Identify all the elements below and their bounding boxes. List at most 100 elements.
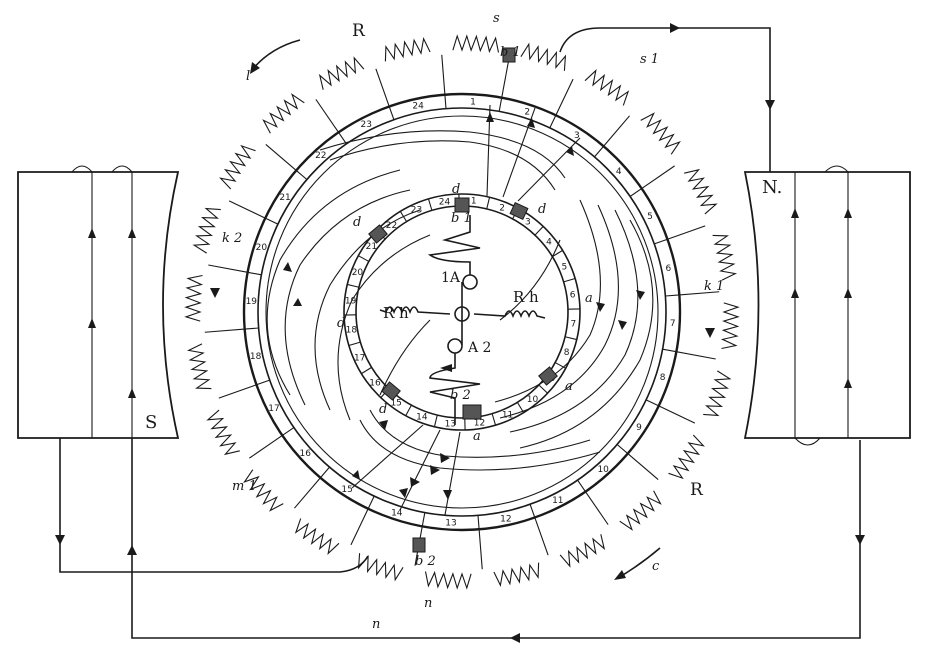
inner-segment-number: 19: [345, 296, 357, 306]
outer-coil: [520, 42, 567, 71]
outer-tooth-line: [501, 58, 510, 98]
outer-segment-number: 22: [315, 151, 326, 161]
inner-segment-number: 4: [546, 238, 552, 248]
outer-coil: [294, 518, 340, 555]
label-arrow-c: c: [652, 559, 660, 574]
outer-tooth-line: [441, 54, 446, 95]
outer-segment-divider: [244, 327, 259, 330]
outer-segment-divider: [549, 114, 557, 129]
label-pole-north: N.: [762, 177, 782, 198]
label-d1: d: [452, 182, 460, 197]
label-pole-south: S: [145, 412, 157, 433]
outer-segment-divider: [295, 170, 308, 180]
label-s1: s 1: [640, 52, 659, 67]
inner-segment-divider: [433, 414, 438, 427]
loop-arrows: [210, 262, 715, 487]
inner-segment-number: 10: [527, 395, 539, 405]
hatched-segments: [368, 47, 558, 553]
outer-tooth-line: [228, 200, 266, 219]
outer-segment-divider: [388, 106, 395, 120]
outer-segment-number: 18: [250, 352, 262, 362]
label-d5: d: [379, 402, 387, 417]
label-b-inner-top: b 1: [451, 211, 472, 226]
inner-segment-divider: [538, 384, 548, 394]
label-n-bottom: n: [424, 596, 432, 611]
inner-segment-number: 15: [390, 399, 401, 409]
outer-coil: [452, 34, 500, 54]
inner-ring-circle: [343, 193, 581, 431]
outer-coil: [184, 274, 204, 322]
inner-segment-divider: [361, 366, 372, 375]
inner-segment-divider: [427, 198, 433, 211]
diagram-labels: S N. R R s s 1 m 1 n n k 1 k 2 b 1 b 1 b…: [145, 11, 782, 632]
outer-tooth-line: [375, 68, 390, 107]
outer-segment-number: 5: [647, 212, 653, 222]
outer-segment-divider: [654, 238, 668, 245]
outer-segment-divider: [629, 188, 642, 197]
outer-coil: [357, 553, 404, 582]
outer-tooth-line: [679, 291, 720, 296]
inner-segment-divider: [486, 197, 491, 210]
label-coil-r-top: R: [352, 21, 366, 41]
outer-coil: [186, 343, 212, 390]
outer-coil: [668, 434, 705, 480]
outer-segment-divider: [662, 348, 677, 353]
label-d3: d: [353, 215, 361, 230]
outer-tooth-line: [627, 453, 659, 480]
outer-tooth-line: [249, 435, 283, 459]
outer-tooth-line: [603, 115, 630, 147]
inner-segment-number: 13: [445, 419, 456, 429]
rotation-arrow-top: [251, 39, 301, 71]
outer-segment-divider: [645, 399, 660, 407]
outer-segment-number: 8: [660, 373, 666, 383]
inner-segment-number: 21: [366, 242, 377, 252]
inner-segment-divider: [564, 336, 577, 341]
outer-segment-divider: [498, 97, 503, 112]
outer-segment-number: 4: [616, 167, 622, 177]
outer-ring-circle: [257, 107, 667, 517]
label-rh-left: R h: [383, 304, 409, 322]
outer-ring-circle: [265, 115, 659, 509]
label-b2-inner: b 2: [450, 388, 471, 403]
outer-coil: [318, 56, 365, 90]
outer-segment-number: 9: [636, 423, 642, 433]
outer-coil: [424, 570, 472, 590]
outer-ring-coils: [184, 34, 740, 590]
inner-segment-divider: [554, 362, 566, 369]
outer-segment-number: 16: [299, 449, 311, 459]
outer-coil: [206, 409, 240, 456]
outer-segment-number: 2: [524, 107, 530, 117]
inner-segment-number: 5: [561, 262, 567, 272]
inner-segment-number: 8: [564, 348, 570, 358]
outer-segment-number: 12: [500, 514, 511, 524]
outer-segment-divider: [444, 94, 447, 109]
inner-segment-divider: [405, 404, 412, 416]
outer-tooth-line: [208, 264, 248, 273]
winding-loops: [266, 130, 654, 471]
north-pole: [743, 165, 911, 446]
outer-segment-divider: [477, 515, 480, 530]
outer-coil: [262, 93, 305, 134]
outer-coil: [584, 69, 630, 106]
inner-segment-divider: [491, 413, 497, 426]
inner-segment-number: 16: [369, 378, 381, 388]
outer-tooth-line: [585, 491, 609, 525]
inner-segment-number: 1: [471, 197, 477, 207]
outer-segment-divider: [282, 427, 295, 436]
outer-tooth-line: [667, 225, 706, 240]
brush-assembly: [379, 215, 546, 425]
outer-segment-divider: [247, 271, 262, 276]
outer-segment-number: 19: [246, 297, 258, 307]
outer-segment-number: 17: [268, 404, 279, 414]
inner-segment-divider: [358, 255, 370, 262]
outer-coil: [219, 144, 256, 190]
inner-segment-number: 2: [499, 203, 505, 213]
label-a2: a: [565, 379, 573, 394]
label-d4: d: [337, 316, 345, 331]
outer-segment-number: 13: [445, 519, 456, 529]
outer-segment-divider: [616, 444, 629, 454]
outer-segment-number: 24: [412, 102, 424, 112]
outer-segment-number: 10: [597, 465, 609, 475]
